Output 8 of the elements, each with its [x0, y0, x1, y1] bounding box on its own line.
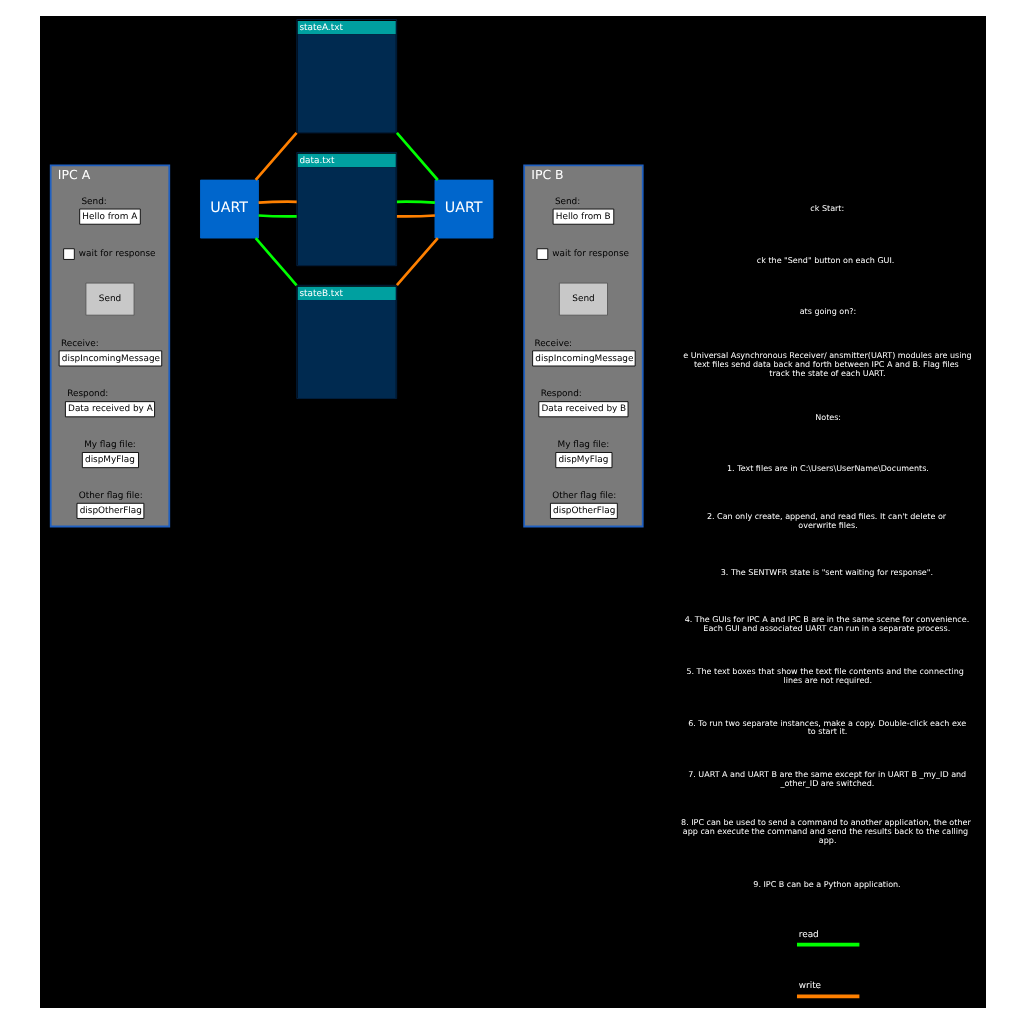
connector: [253, 132, 297, 181]
connector: [257, 214, 296, 218]
connector: [257, 200, 296, 204]
connector: [395, 214, 434, 218]
connector: [253, 237, 297, 287]
connector: [394, 132, 438, 181]
connector: [394, 237, 438, 287]
connector: [395, 200, 434, 204]
